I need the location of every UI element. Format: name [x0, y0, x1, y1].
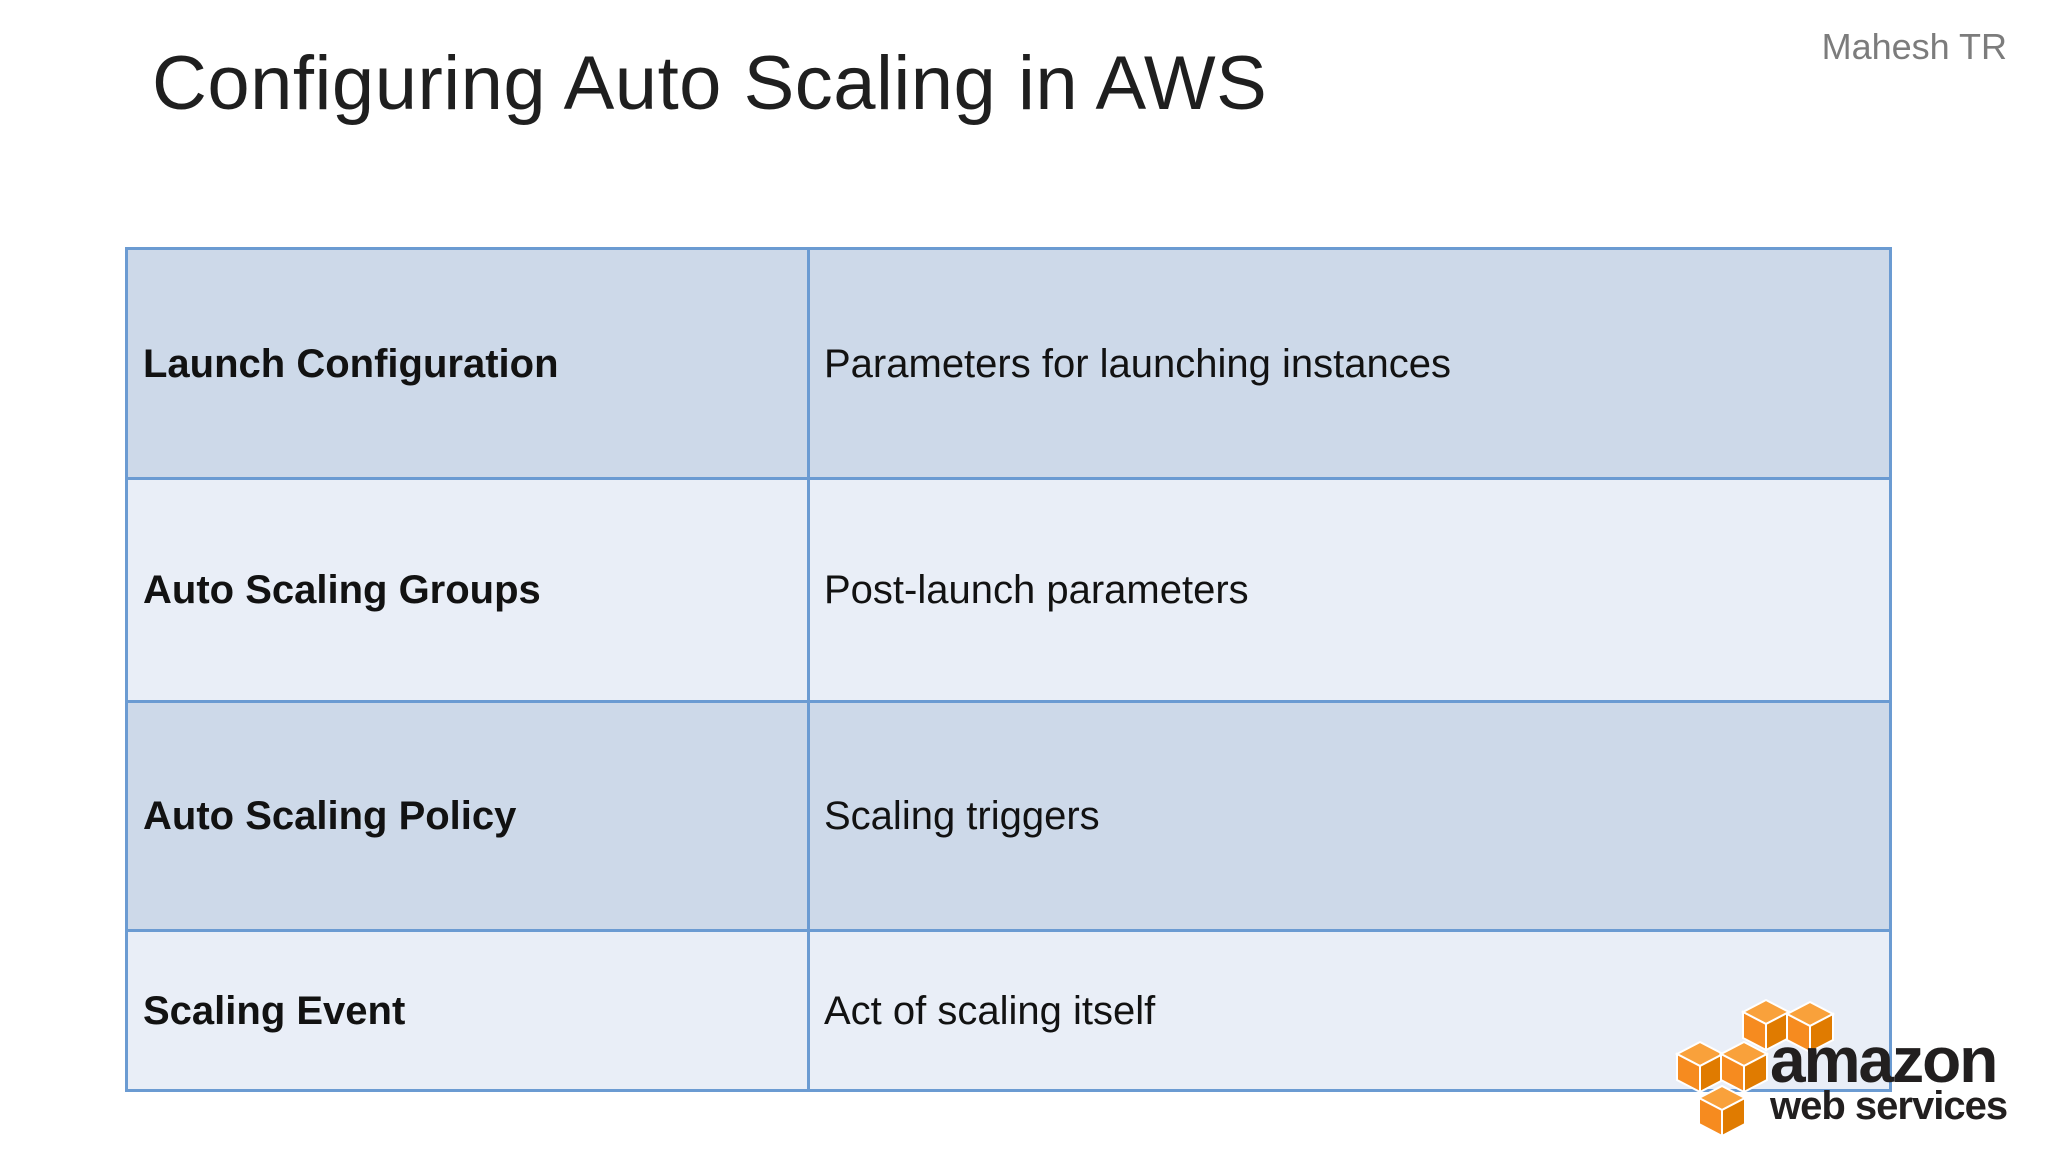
table-cell-term: Auto Scaling Policy: [128, 703, 807, 929]
table-cell-definition: Scaling triggers: [810, 703, 1889, 929]
page-title: Configuring Auto Scaling in AWS: [152, 41, 1268, 126]
table-cell-definition: Post-launch parameters: [810, 480, 1889, 700]
table-cell-definition: Act of scaling itself: [810, 932, 1889, 1089]
auto-scaling-table: Launch Configuration Parameters for laun…: [125, 247, 1892, 1092]
table-cell-term: Auto Scaling Groups: [128, 480, 807, 700]
aws-logo: amazon web services: [1675, 998, 2008, 1138]
aws-logo-text: amazon web services: [1770, 1024, 2008, 1128]
table-cell-term: Scaling Event: [128, 932, 807, 1089]
aws-logo-line2: web services: [1770, 1084, 2008, 1128]
author-name: Mahesh TR: [1821, 26, 2007, 67]
table-cell-term: Launch Configuration: [128, 250, 807, 477]
aws-logo-line1: amazon: [1770, 1024, 1998, 1096]
table-cell-definition: Parameters for launching instances: [810, 250, 1889, 477]
